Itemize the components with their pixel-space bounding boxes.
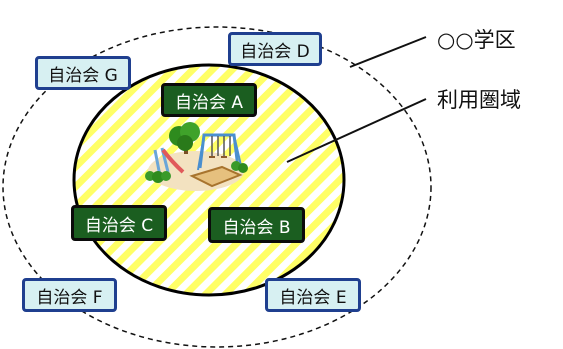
association-e: 自治会 E bbox=[265, 278, 361, 312]
school-district-boundary bbox=[2, 26, 432, 348]
association-g: 自治会 G bbox=[35, 56, 131, 90]
playground-icon bbox=[145, 122, 248, 191]
association-d: 自治会 D bbox=[228, 32, 322, 66]
association-a: 自治会 A bbox=[161, 83, 257, 117]
association-f: 自治会 F bbox=[22, 278, 117, 312]
association-c: 自治会 C bbox=[71, 205, 167, 241]
school-district-label: ○○学区 bbox=[437, 28, 516, 52]
usage-area-leader-line bbox=[286, 98, 427, 163]
usage-area-label: 利用圏域 bbox=[437, 88, 521, 112]
school-district-leader-line bbox=[349, 36, 427, 68]
association-b: 自治会 B bbox=[208, 207, 305, 243]
